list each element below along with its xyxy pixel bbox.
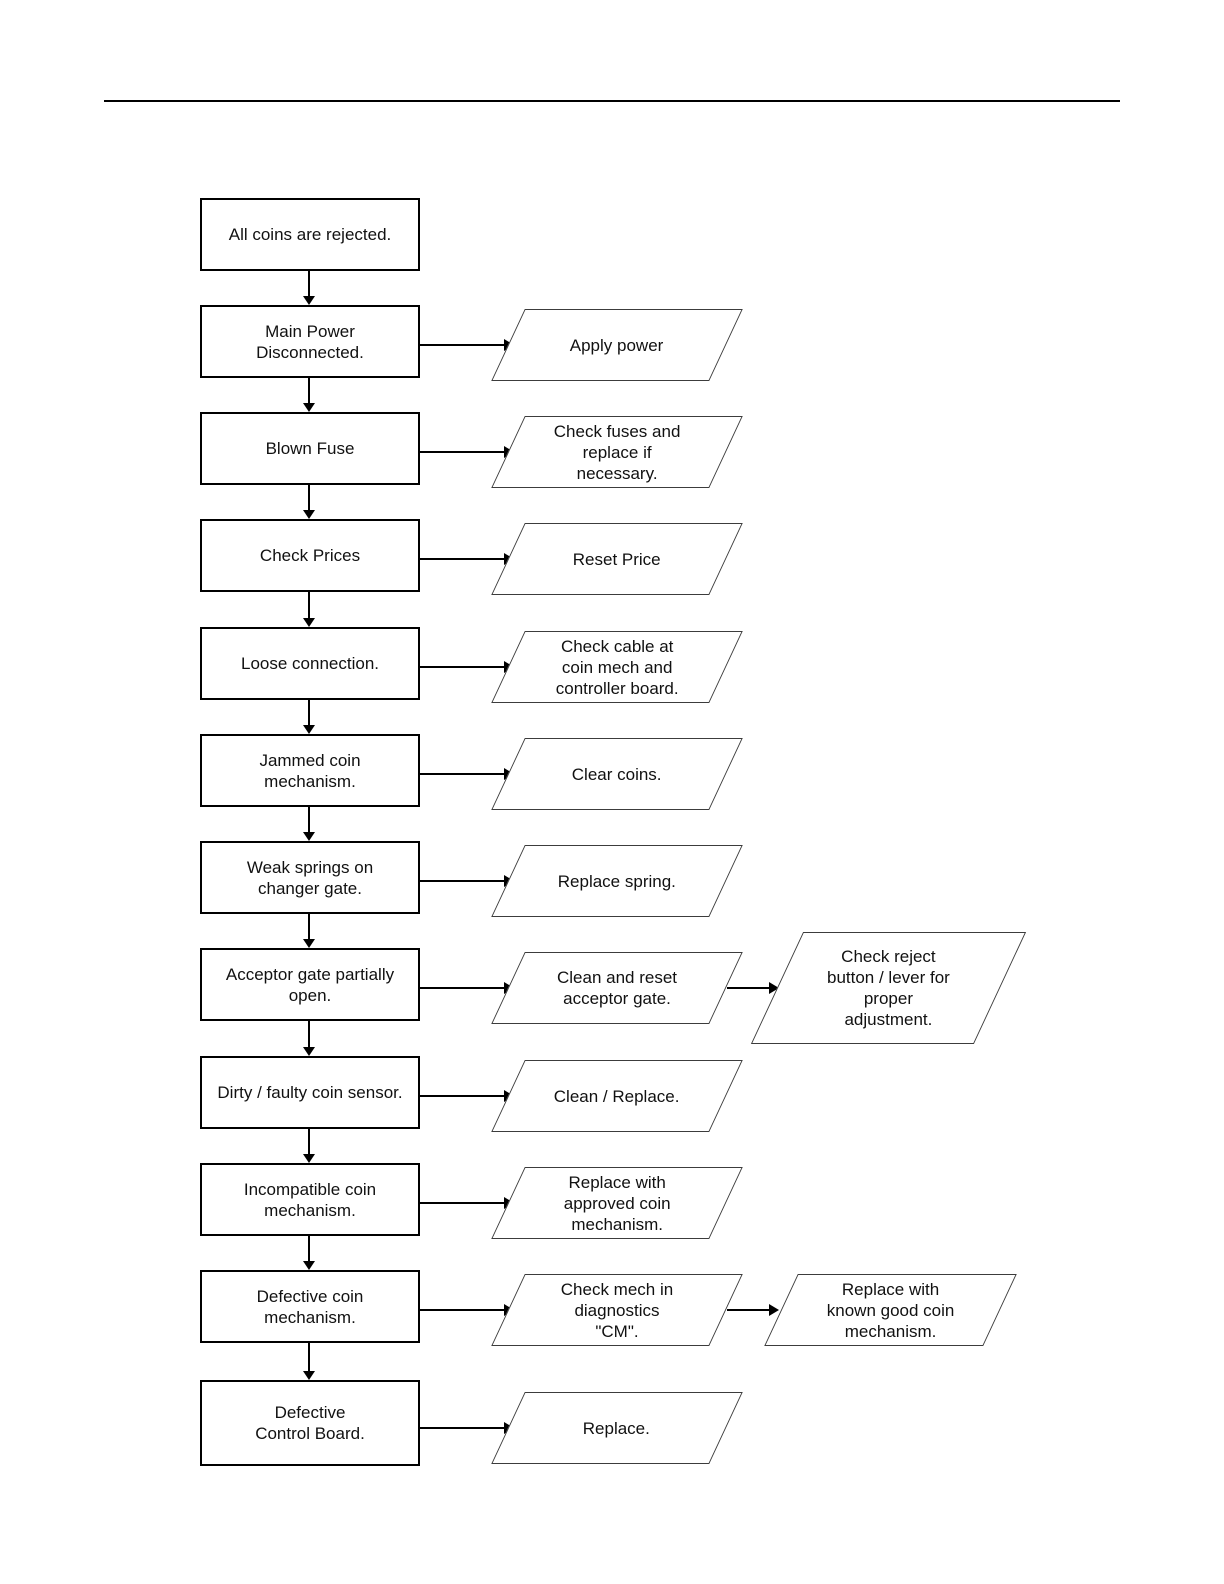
action-label: Replace with known good coin mechanism. [826, 1279, 955, 1341]
condition-label: Defective Control Board. [255, 1403, 365, 1443]
down-arrow-line [308, 1236, 310, 1261]
right-arrow-line [420, 880, 504, 882]
down-arrow-line [308, 271, 310, 296]
condition-box-defective-control-board: Defective Control Board. [200, 1380, 420, 1466]
condition-label: Jammed coin mechanism. [259, 750, 361, 791]
action-parallelogram-replace-known-good-mech: Replace with known good coin mechanism. [764, 1274, 1017, 1346]
condition-box-acceptor-gate-partially-open: Acceptor gate partially open. [200, 948, 420, 1021]
down-arrow-head [303, 510, 315, 519]
action-parallelogram-replace-spring: Replace spring. [491, 845, 743, 917]
right-arrow-line [420, 773, 504, 775]
action-parallelogram-replace-approved-coin-mech: Replace with approved coin mechanism. [491, 1167, 743, 1239]
header-rule [104, 100, 1120, 102]
action-parallelogram-apply-power: Apply power [491, 309, 743, 381]
down-arrow-head [303, 1371, 315, 1380]
down-arrow-line [308, 1129, 310, 1154]
condition-box-defective-coin-mechanism: Defective coin mechanism. [200, 1270, 420, 1343]
down-arrow-head [303, 1154, 315, 1163]
down-arrow-line [308, 1343, 310, 1371]
down-arrow-head [303, 618, 315, 627]
down-arrow-head [303, 832, 315, 841]
condition-box-dirty-faulty-coin-sensor: Dirty / faulty coin sensor. [200, 1056, 420, 1129]
action-parallelogram-clean-replace: Clean / Replace. [491, 1060, 743, 1132]
condition-box-loose-connection: Loose connection. [200, 627, 420, 700]
action-parallelogram-clear-coins: Clear coins. [491, 738, 743, 810]
action-parallelogram-check-mech-diagnostics: Check mech in diagnostics "CM". [491, 1274, 743, 1346]
condition-label: Defective coin mechanism. [256, 1286, 364, 1327]
condition-box-main-power-disconnected: Main Power Disconnected. [200, 305, 420, 378]
action-label: Check reject button / lever for proper a… [827, 947, 950, 1029]
down-arrow-head [303, 403, 315, 412]
condition-box-incompatible-coin-mechanism: Incompatible coin mechanism. [200, 1163, 420, 1236]
down-arrow-line [308, 378, 310, 403]
action-label: Replace spring. [557, 871, 677, 891]
action-label: Check fuses and replace if necessary. [553, 421, 681, 483]
down-arrow-line [308, 485, 310, 510]
right-arrow-line [727, 987, 769, 989]
condition-box-weak-springs: Weak springs on changer gate. [200, 841, 420, 914]
right-arrow-line [420, 1095, 504, 1097]
down-arrow-head [303, 296, 315, 305]
condition-box-blown-fuse: Blown Fuse [200, 412, 420, 485]
action-label: Apply power [570, 335, 664, 355]
condition-label: Incompatible coin mechanism. [243, 1179, 377, 1220]
down-arrow-line [308, 592, 310, 618]
down-arrow-line [308, 1021, 310, 1047]
condition-label: Loose connection. [241, 654, 379, 673]
down-arrow-line [308, 807, 310, 832]
down-arrow-head [303, 725, 315, 734]
action-label: Replace. [583, 1418, 651, 1438]
condition-label: Check Prices [259, 546, 361, 565]
right-arrow-line [420, 451, 504, 453]
condition-box-jammed-coin-mechanism: Jammed coin mechanism. [200, 734, 420, 807]
action-label: Clear coins. [572, 764, 662, 784]
condition-label: Blown Fuse [265, 439, 355, 458]
down-arrow-line [308, 914, 310, 939]
action-parallelogram-check-cable: Check cable at coin mech and controller … [491, 631, 743, 703]
condition-label: Dirty / faulty coin sensor. [217, 1083, 403, 1102]
condition-label: Acceptor gate partially open. [225, 964, 395, 1005]
action-parallelogram-replace: Replace. [491, 1392, 743, 1464]
action-parallelogram-check-fuses: Check fuses and replace if necessary. [491, 416, 743, 488]
action-label: Replace with approved coin mechanism. [563, 1172, 671, 1234]
down-arrow-line [308, 700, 310, 725]
action-parallelogram-clean-reset-acceptor-gate: Clean and reset acceptor gate. [491, 952, 743, 1024]
condition-label: All coins are rejected. [228, 225, 392, 244]
condition-box-all-coins-rejected: All coins are rejected. [200, 198, 420, 271]
action-label: Reset Price [573, 549, 661, 569]
right-arrow-line [420, 1309, 504, 1311]
action-label: Check cable at coin mech and controller … [555, 636, 679, 698]
condition-label: Weak springs on changer gate. [246, 857, 374, 898]
down-arrow-head [303, 939, 315, 948]
right-arrow-line [420, 344, 504, 346]
condition-label: Main Power Disconnected. [256, 321, 364, 362]
right-arrow-line [420, 1202, 504, 1204]
right-arrow-head [769, 982, 779, 994]
action-parallelogram-check-reject-button: Check reject button / lever for proper a… [750, 932, 1027, 1044]
right-arrow-line [420, 558, 504, 560]
condition-box-check-prices: Check Prices [200, 519, 420, 592]
action-label: Check mech in diagnostics "CM". [560, 1279, 674, 1341]
right-arrow-line [727, 1309, 769, 1311]
right-arrow-head [769, 1304, 779, 1316]
action-label: Clean / Replace. [554, 1086, 680, 1106]
action-parallelogram-reset-price: Reset Price [491, 523, 743, 595]
down-arrow-head [303, 1261, 315, 1270]
right-arrow-line [420, 666, 504, 668]
right-arrow-line [420, 1427, 504, 1429]
action-label: Clean and reset acceptor gate. [556, 968, 678, 1008]
down-arrow-head [303, 1047, 315, 1056]
right-arrow-line [420, 987, 504, 989]
